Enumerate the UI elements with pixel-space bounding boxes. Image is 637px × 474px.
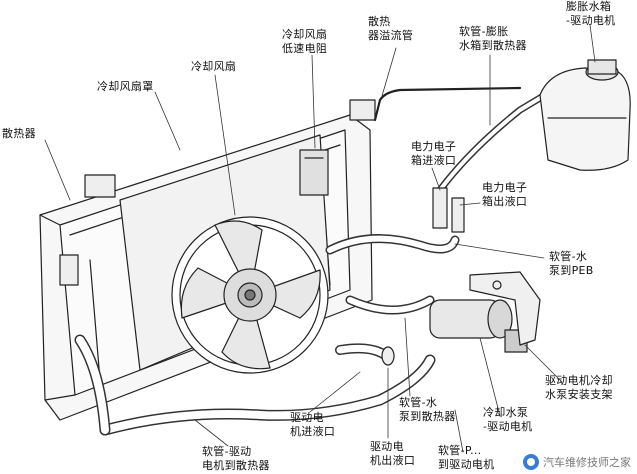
label-hose-drive-motor-to-radiator: 软管-驱动 电机到散热器 bbox=[202, 445, 270, 472]
label-hose-expansion-tank-to-radiator: 软管-膨胀 水箱到散热器 bbox=[459, 25, 527, 52]
label-radiator: 散热器 bbox=[2, 127, 36, 140]
label-hose-pump-to-radiator: 软管-水 泵到散热器 bbox=[399, 396, 456, 423]
watermark: 汽车维修技师之家 bbox=[523, 454, 631, 470]
label-pump-mount-bracket: 驱动电机冷却 水泵安装支架 bbox=[545, 374, 613, 401]
label-drive-motor-outlet: 驱动电 机出液口 bbox=[370, 440, 416, 467]
label-coolant-pump-drive-motor: 冷却水泵 -驱动电机 bbox=[483, 406, 533, 433]
pump-bracket bbox=[469, 271, 541, 346]
fan-resistor bbox=[299, 149, 329, 196]
label-pe-box-outlet: 电力电子 箱出液口 bbox=[482, 181, 528, 208]
leader-lines bbox=[44, 24, 596, 453]
coolant-pump bbox=[429, 299, 528, 353]
label-hose-pump-to-peb: 软管-水 泵到PEB bbox=[549, 250, 594, 277]
label-hose-peb-to-drive-motor: 软管-P... 到驱动电机 bbox=[438, 444, 495, 471]
label-pe-box-inlet: 电力电子 箱进液口 bbox=[411, 140, 457, 167]
label-cooling-fan: 冷却风扇 bbox=[191, 60, 237, 73]
label-drive-motor-inlet: 驱动电 机进液口 bbox=[290, 411, 336, 438]
watermark-logo-icon bbox=[523, 454, 539, 470]
pe-ports bbox=[432, 187, 465, 233]
label-radiator-overflow-pipe: 散热 器溢流管 bbox=[368, 15, 414, 42]
label-expansion-tank-drive-motor: 膨胀水箱 -驱动电机 bbox=[566, 0, 616, 27]
watermark-text: 汽车维修技师之家 bbox=[543, 456, 631, 469]
label-cooling-fan-low-speed-resistor: 冷却风扇 低速电阻 bbox=[282, 28, 328, 55]
label-cooling-fan-shroud: 冷却风扇罩 bbox=[97, 80, 154, 93]
cooling-fan-shroud bbox=[119, 134, 331, 374]
cooling-fan bbox=[180, 220, 321, 370]
radiator-overflow-pipe bbox=[373, 86, 522, 122]
expansion-tank bbox=[539, 59, 631, 171]
